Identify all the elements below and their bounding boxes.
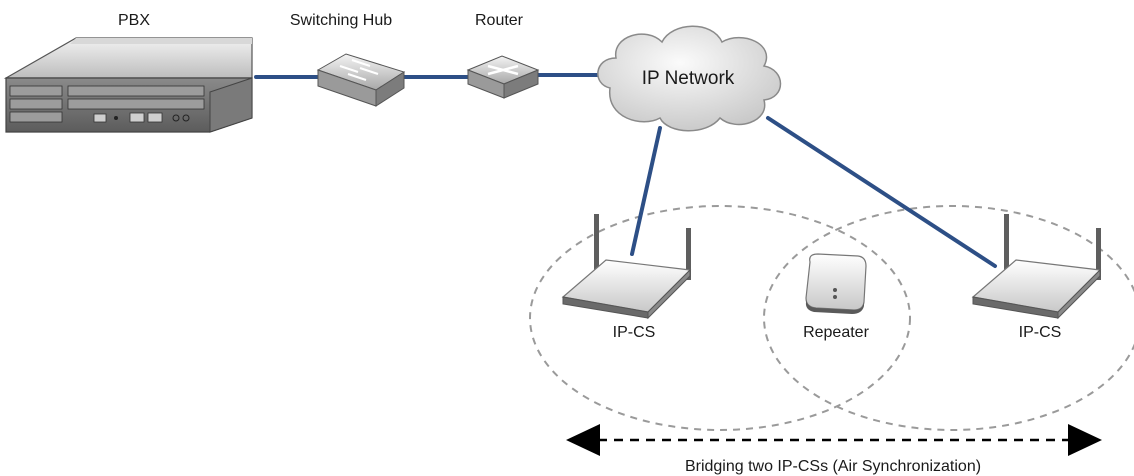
switching-hub-icon: [316, 53, 406, 107]
switching-hub-label: Switching Hub: [290, 12, 392, 29]
cell-station-left-icon: [561, 214, 692, 320]
bridging-arrow: [566, 424, 1102, 456]
pbx-label: PBX: [118, 12, 150, 29]
link-cloud-ipcs-left: [630, 126, 662, 256]
cloud-icon: [597, 25, 782, 132]
ip-cs-right-label: IP-CS: [1019, 324, 1062, 341]
bridging-label: Bridging two IP-CSs (Air Synchronization…: [685, 458, 981, 475]
router-icon: [466, 55, 540, 99]
pbx-unit-icon: [3, 37, 253, 133]
repeater-icon: [805, 253, 867, 314]
ip-cs-left-label: IP-CS: [613, 324, 656, 341]
coverage-ring-left: [529, 205, 911, 431]
repeater-label: Repeater: [803, 324, 869, 341]
cell-station-right-icon: [971, 214, 1102, 320]
coverage-areas: [529, 205, 1134, 431]
arrow-head-right: [1068, 424, 1102, 456]
arrow-head-left: [566, 424, 600, 456]
network-links: [254, 73, 997, 268]
coverage-ring-right: [763, 205, 1134, 431]
link-cloud-ipcs-right: [766, 116, 997, 268]
router-label: Router: [475, 12, 524, 29]
ip-network-label: IP Network: [642, 68, 735, 89]
